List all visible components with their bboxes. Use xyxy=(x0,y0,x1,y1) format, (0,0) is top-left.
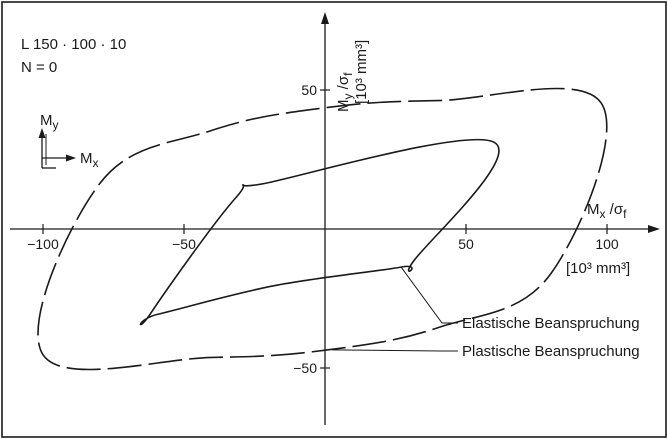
axes-inset-icon xyxy=(38,128,76,169)
annotation-label: Elastische Beanspruchung xyxy=(462,315,640,332)
annotation-leader xyxy=(400,266,458,324)
load-label: N = 0 xyxy=(21,59,57,76)
plastic-curve xyxy=(37,87,608,371)
annotation-label: Plastische Beanspruchung xyxy=(462,343,640,360)
x-tick-label: 50 xyxy=(458,236,474,252)
axis-ticks: −100 −50 50 100 50 −50 xyxy=(27,82,619,376)
elastic-curve xyxy=(139,138,500,326)
axes xyxy=(10,12,660,425)
y-axis-arrow xyxy=(321,12,329,24)
inset-my-label: My xyxy=(40,112,59,132)
x-axis-unit: [10³ mm³] xyxy=(566,260,630,277)
y-axis-label: My /σf xyxy=(335,72,355,112)
inset-mx-label: Mx xyxy=(80,150,99,170)
x-tick-label: 100 xyxy=(595,236,619,252)
x-axis-arrow xyxy=(648,225,660,233)
section-label: L 150 · 100 · 10 xyxy=(21,36,126,53)
annotation-leader xyxy=(332,349,458,352)
y-tick-label: 50 xyxy=(301,82,317,98)
y-axis-unit: [10³ mm³] xyxy=(353,40,370,104)
x-tick-label: −100 xyxy=(27,236,59,252)
x-tick-label: −50 xyxy=(172,236,196,252)
curves xyxy=(37,87,608,371)
x-axis-label: Mx /σf xyxy=(587,201,627,221)
y-tick-label: −50 xyxy=(293,360,317,376)
